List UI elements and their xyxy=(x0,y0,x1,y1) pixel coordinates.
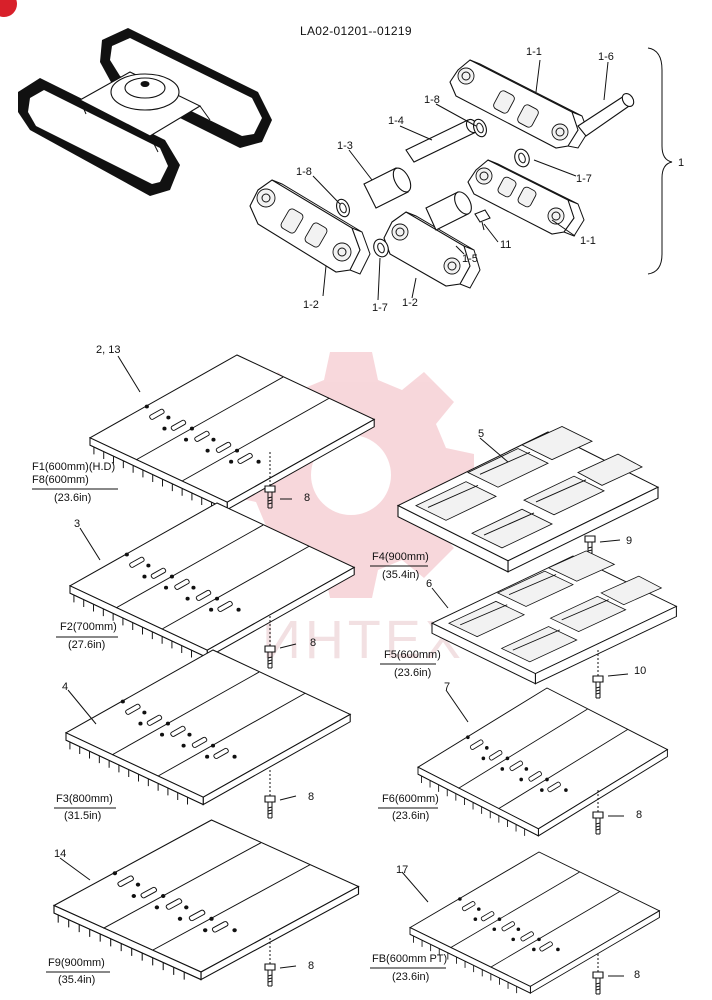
callout-4: 4 xyxy=(62,681,68,693)
f6-label-2: (23.6in) xyxy=(392,810,429,822)
callout-1-4: 1-4 xyxy=(388,115,404,127)
track-link-assembly xyxy=(249,47,673,301)
f6-label-1: F6(600mm) xyxy=(382,793,439,805)
f5-label-1: F5(600mm) xyxy=(384,649,441,661)
callout-1-1b: 1-1 xyxy=(580,235,596,247)
fb-label-1: FB(600mm PT) xyxy=(372,953,447,965)
f5-label-2: (23.6in) xyxy=(394,667,431,679)
callout-1-2b: 1-2 xyxy=(402,297,418,309)
callout-1-8a: 1-8 xyxy=(424,94,440,106)
shoe-f4: 5 9 F4(900mm) (35.4in) xyxy=(370,425,659,581)
f1-label-2: F8(600mm) xyxy=(32,474,89,486)
callout-14: 14 xyxy=(54,848,66,860)
f3-label-2: (31.5in) xyxy=(64,810,101,822)
shoe-fb: 17 8 FB(600mm PT) (23.6in) xyxy=(370,851,660,995)
f4-label-2: (35.4in) xyxy=(382,569,419,581)
callout-1-8b: 1-8 xyxy=(296,166,312,178)
callout-8b: 8 xyxy=(310,637,316,649)
shoe-f2: 3 8 F2(700mm) (27.6in) xyxy=(56,502,355,669)
callout-3: 3 xyxy=(74,518,80,530)
drawing-code: LA02-01201--01219 xyxy=(300,24,412,38)
callout-11: 11 xyxy=(500,239,511,251)
watermark-text: ИНТЕХ xyxy=(262,610,465,670)
shoe-f6: 7 8 F6(600mm) (23.6in) xyxy=(378,681,668,837)
f2-label-1: F2(700mm) xyxy=(60,621,117,633)
shoe-f5: 6 10 F5(600mm) (23.6in) xyxy=(380,550,677,699)
f1-label-3: (23.6in) xyxy=(54,492,91,504)
callout-1-5: 1-5 xyxy=(462,253,478,265)
fb-label-2: (23.6in) xyxy=(392,971,429,983)
callout-9: 9 xyxy=(626,535,632,547)
shoe-f1-f8: 2, 13 8 F1(600mm)(H.D) F8(600mm) (23.6in… xyxy=(32,344,375,511)
f9-label-2: (35.4in) xyxy=(58,974,95,986)
callout-10: 10 xyxy=(634,665,646,677)
callout-6: 6 xyxy=(426,578,432,590)
callout-1-3: 1-3 xyxy=(337,140,353,152)
f1-label-1: F1(600mm)(H.D) xyxy=(32,461,115,473)
callout-1-1a: 1-1 xyxy=(526,46,542,58)
callout-7: 7 xyxy=(444,681,450,693)
f3-label-1: F3(800mm) xyxy=(56,793,113,805)
callout-1-2a: 1-2 xyxy=(303,299,319,311)
callout-8d: 8 xyxy=(308,960,314,972)
callout-1: 1 xyxy=(678,157,684,169)
shoe-f9: 14 8 F9(900mm) (35.4in) xyxy=(46,819,360,987)
callout-labels: 1-1 1-6 1-8 1-4 1-3 1-8 1-7 1 1-1 11 1-5… xyxy=(296,46,684,314)
excavator-undercarriage-illustration xyxy=(18,28,272,196)
f4-label-1: F4(900mm) xyxy=(372,551,429,563)
f9-label-1: F9(900mm) xyxy=(48,957,105,969)
callout-2-13: 2, 13 xyxy=(96,344,120,356)
callout-8a: 8 xyxy=(304,492,310,504)
corner-badge xyxy=(0,0,17,17)
f2-label-2: (27.6in) xyxy=(68,639,105,651)
callout-8f: 8 xyxy=(634,969,640,981)
shoe-f3: 4 8 F3(800mm) (31.5in) xyxy=(54,649,351,822)
callout-1-7b: 1-7 xyxy=(372,302,388,314)
callout-5: 5 xyxy=(478,428,484,440)
callout-1-6: 1-6 xyxy=(598,51,614,63)
callout-17: 17 xyxy=(396,864,408,876)
callout-1-7a: 1-7 xyxy=(576,173,592,185)
callout-8e: 8 xyxy=(636,809,642,821)
callout-8c: 8 xyxy=(308,791,314,803)
